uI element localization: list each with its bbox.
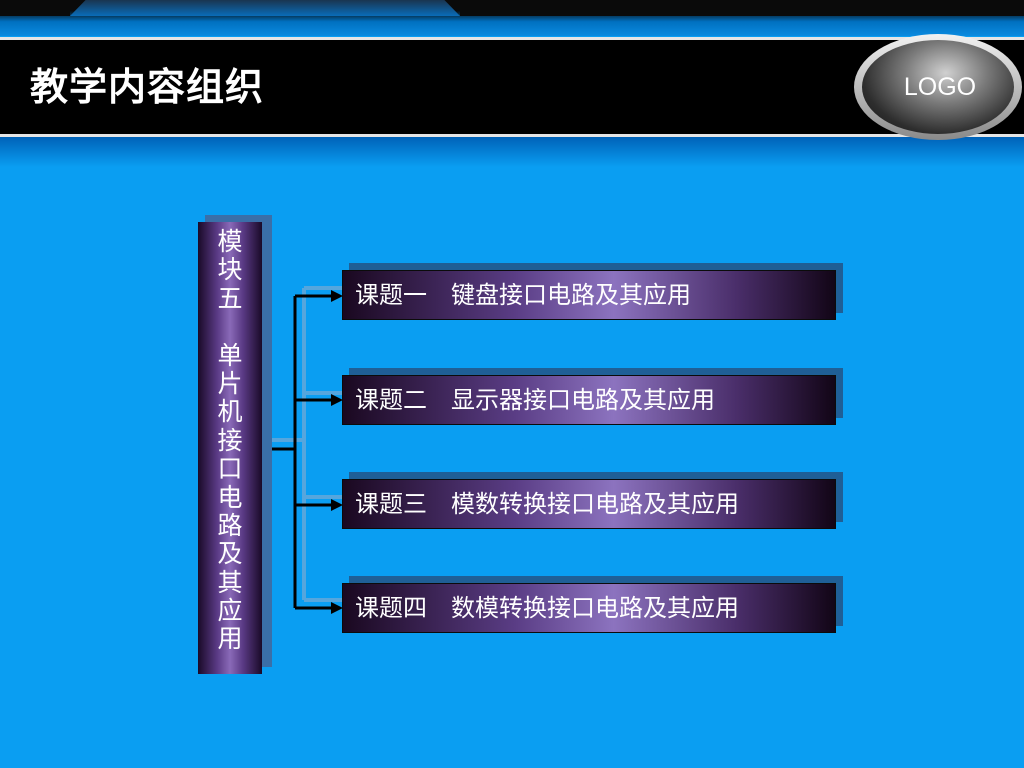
title-bar-sheen [0, 137, 1024, 167]
topic-4-label: 课题四 数模转换接口电路及其应用 [355, 594, 739, 622]
module-char: 块 [217, 255, 243, 285]
module-char: 模 [217, 227, 243, 256]
logo-badge [862, 40, 1014, 134]
module-char: 单 [217, 340, 243, 370]
topic-4-box: 课题四 数模转换接口电路及其应用 [342, 583, 836, 633]
arrow-head-2 [331, 394, 343, 406]
topic-2-box: 课题二 显示器接口电路及其应用 [342, 375, 836, 425]
topic-3-label: 课题三 模数转换接口电路及其应用 [355, 490, 739, 518]
module-box [198, 222, 262, 674]
module-char: 及 [217, 539, 243, 569]
title-bar [0, 37, 1024, 137]
top-tab-right [460, 0, 1024, 16]
logo-text: LOGO [903, 73, 977, 101]
module-char: 片 [217, 368, 243, 398]
top-tab-left [0, 0, 70, 16]
module-label: 模 块 五 单 片 机 接 口 电 路 及 其 应 用 [198, 227, 262, 654]
topic-1-box: 课题一 键盘接口电路及其应用 [342, 270, 836, 320]
module-char: 五 [217, 283, 243, 313]
topic-1-label: 课题一 键盘接口电路及其应用 [355, 281, 691, 309]
module-char: 应 [217, 596, 243, 626]
module-char: 接 [217, 425, 243, 455]
module-char: 其 [217, 567, 243, 597]
arrow-head-3 [331, 499, 343, 511]
module-char: 口 [217, 454, 243, 484]
module-char: 路 [217, 510, 243, 540]
topic-3-box: 课题三 模数转换接口电路及其应用 [342, 479, 836, 529]
top-tab-mid [70, 0, 460, 16]
module-char: 电 [217, 482, 243, 512]
module-char: 用 [217, 624, 243, 654]
arrow-head-1 [331, 290, 343, 302]
module-char: 机 [217, 397, 243, 427]
page-title: 教学内容组织 [30, 65, 265, 109]
module-char [198, 313, 262, 341]
arrow-head-4 [331, 602, 343, 614]
topic-2-label: 课题二 显示器接口电路及其应用 [355, 386, 715, 414]
